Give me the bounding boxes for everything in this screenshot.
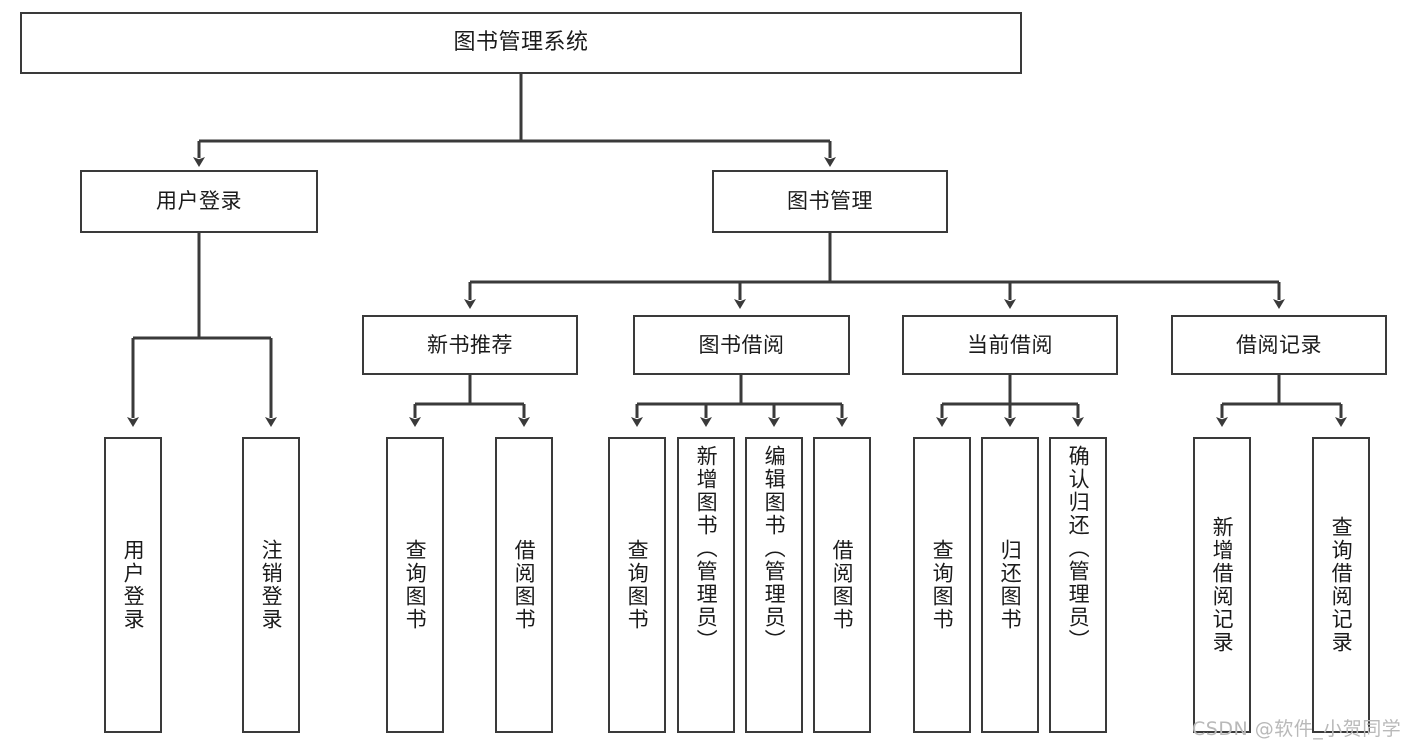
node-user-login-label: 用户登录	[156, 189, 242, 214]
leaf-query-book-3-label: 查询图书	[930, 539, 955, 631]
node-new-book-rec-label: 新书推荐	[427, 332, 513, 357]
leaf-user-login-label: 用户登录	[121, 539, 146, 631]
node-new-book-rec[interactable]: 新书推荐	[362, 315, 578, 375]
node-borrow-record-label: 借阅记录	[1236, 332, 1322, 357]
leaf-confirm-return-label: 确认归还（管理员）	[1066, 445, 1091, 652]
leaf-user-login[interactable]: 用户登录	[104, 437, 162, 733]
node-root-label: 图书管理系统	[453, 30, 589, 56]
leaf-query-book-1-label: 查询图书	[403, 539, 428, 631]
leaf-add-record-label: 新增借阅记录	[1210, 516, 1235, 654]
node-root[interactable]: 图书管理系统	[20, 12, 1022, 74]
leaf-logout-login[interactable]: 注销登录	[242, 437, 300, 733]
leaf-query-record-label: 查询借阅记录	[1329, 516, 1354, 654]
leaf-query-book-2[interactable]: 查询图书	[608, 437, 666, 733]
leaf-query-record[interactable]: 查询借阅记录	[1312, 437, 1370, 733]
leaf-borrow-book-1-label: 借阅图书	[512, 539, 537, 631]
node-borrow-record[interactable]: 借阅记录	[1171, 315, 1387, 375]
leaf-borrow-book-1[interactable]: 借阅图书	[495, 437, 553, 733]
node-book-borrow[interactable]: 图书借阅	[633, 315, 850, 375]
leaf-return-book-label: 归还图书	[998, 539, 1023, 631]
leaf-query-book-3[interactable]: 查询图书	[913, 437, 971, 733]
leaf-return-book[interactable]: 归还图书	[981, 437, 1039, 733]
node-book-manage[interactable]: 图书管理	[712, 170, 948, 233]
leaf-edit-book[interactable]: 编辑图书（管理员）	[745, 437, 803, 733]
node-book-manage-label: 图书管理	[787, 189, 873, 214]
leaf-add-record[interactable]: 新增借阅记录	[1193, 437, 1251, 733]
leaf-query-book-1[interactable]: 查询图书	[386, 437, 444, 733]
leaf-add-book[interactable]: 新增图书（管理员）	[677, 437, 735, 733]
leaf-logout-login-label: 注销登录	[259, 539, 284, 631]
leaf-confirm-return[interactable]: 确认归还（管理员）	[1049, 437, 1107, 733]
leaf-borrow-book-2[interactable]: 借阅图书	[813, 437, 871, 733]
watermark-text: CSDN @软件_小贺同学	[1192, 718, 1402, 740]
node-book-borrow-label: 图书借阅	[698, 332, 785, 357]
leaf-add-book-label: 新增图书（管理员）	[694, 445, 719, 652]
node-current-borrow-label: 当前借阅	[967, 332, 1053, 357]
node-user-login[interactable]: 用户登录	[80, 170, 318, 233]
leaf-query-book-2-label: 查询图书	[625, 539, 650, 631]
leaf-borrow-book-2-label: 借阅图书	[830, 539, 855, 631]
node-current-borrow[interactable]: 当前借阅	[902, 315, 1118, 375]
leaf-edit-book-label: 编辑图书（管理员）	[762, 445, 787, 652]
